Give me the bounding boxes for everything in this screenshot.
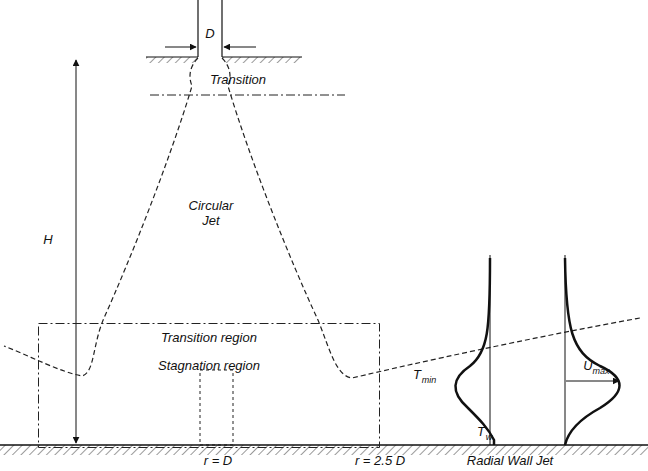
label: Circular Jet <box>180 199 242 229</box>
region-label: Transition region <box>38 331 380 346</box>
label: r = 2.5 D <box>355 454 405 469</box>
stagnation-box <box>200 370 233 445</box>
region-outline <box>39 324 380 448</box>
plate-edge <box>222 56 302 57</box>
region-label: Stagnation region <box>38 359 380 374</box>
jet-boundary <box>222 58 640 378</box>
label: r = D <box>204 454 233 469</box>
label: min <box>422 375 437 385</box>
label: H <box>43 233 52 248</box>
umax-arrow <box>566 381 619 382</box>
label: T <box>477 425 485 440</box>
label: max <box>592 366 609 376</box>
nozzle-plate <box>146 57 198 63</box>
dimension-arrow <box>224 47 256 48</box>
label: D <box>205 27 214 42</box>
region-box: Transition regionStagnation region <box>38 323 380 445</box>
dimension-arrow <box>76 60 77 443</box>
label: Transition <box>210 73 266 88</box>
nozzle-wall <box>197 0 198 57</box>
nozzle-plate <box>222 57 302 63</box>
velocity-profile <box>565 258 620 445</box>
plate-edge <box>146 56 198 57</box>
temperature-profile <box>455 258 494 445</box>
label: w <box>486 432 493 442</box>
nozzle-wall <box>221 0 222 57</box>
label: U <box>583 359 592 374</box>
label: T <box>413 368 421 383</box>
impingement-wall <box>0 444 648 446</box>
label: Radial Wall Jet <box>467 454 553 469</box>
dimension-arrow <box>165 47 196 48</box>
transition-line <box>150 95 345 96</box>
jet-boundary <box>4 58 198 376</box>
